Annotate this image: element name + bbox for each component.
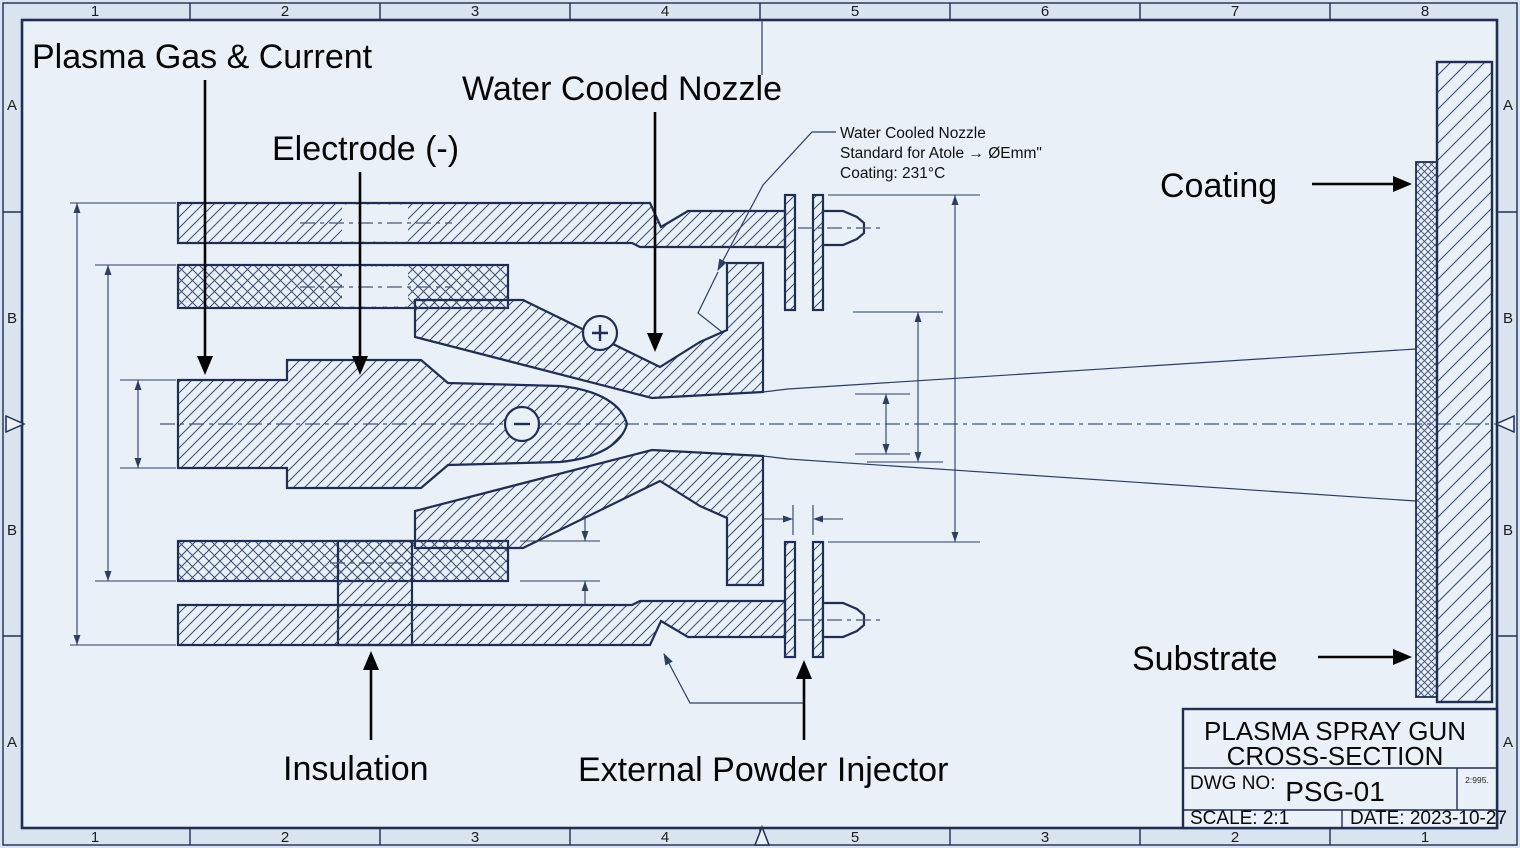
- zone-label: 2: [1231, 829, 1239, 846]
- zone-label: 5: [851, 3, 859, 20]
- zone-label: 6: [1041, 3, 1049, 20]
- plasma-plume: [762, 348, 1417, 502]
- injector-arrowhead-icon: [796, 660, 812, 679]
- note-leader: [717, 131, 836, 272]
- zone-label: 5: [851, 829, 859, 846]
- insulation-arrowhead-icon: [363, 651, 379, 670]
- washer-plate-bottom: [811, 540, 825, 659]
- note-line-2: Standard for Atole → ØEmm": [840, 145, 1042, 162]
- zone-label: 2: [281, 3, 289, 20]
- note-line-3: Coating: 231°C: [840, 165, 945, 182]
- zone-label: A: [7, 734, 17, 751]
- dwg-no-label: DWG NO:: [1190, 773, 1276, 794]
- bolt-bottom: [821, 601, 866, 639]
- dimensions: [70, 194, 980, 646]
- washer-plate-top: [811, 193, 825, 312]
- note-line-1: Water Cooled Nozzle: [840, 125, 986, 142]
- injector-leader: [663, 652, 804, 704]
- zone-label: 1: [91, 829, 99, 846]
- zone-label: 3: [471, 829, 479, 846]
- plasma-gas-arrowhead-icon: [197, 356, 213, 375]
- zone-label: 1: [91, 3, 99, 20]
- date-value: DATE: 2023-10-27: [1350, 808, 1507, 829]
- zone-numbers-top: 1 2 3 4 5 6 7 8: [91, 3, 1429, 20]
- nozzle-arrowhead-icon: [647, 333, 663, 352]
- substrate-slab: [1435, 60, 1494, 704]
- zone-label: 2: [281, 829, 289, 846]
- zone-letters-right: A B B A: [1503, 97, 1513, 751]
- drawing-title-line2: CROSS-SECTION: [1227, 741, 1444, 771]
- gun-cross-section: [176, 193, 880, 659]
- bolt-top: [821, 209, 866, 247]
- zone-label: B: [1503, 310, 1513, 327]
- zone-numbers-bottom: 1 2 3 4 5 3 2 1: [91, 829, 1429, 846]
- drawing-title-line1: PLASMA SPRAY GUN: [1204, 716, 1466, 746]
- label-injector: External Powder Injector: [578, 751, 948, 789]
- electrode-arrowhead-icon: [352, 356, 368, 375]
- callouts: Plasma Gas & Current Electrode (-) Water…: [32, 38, 1412, 789]
- zone-label: 3: [471, 3, 479, 20]
- zone-label: 7: [1231, 3, 1239, 20]
- anode-nozzle-bottom: [413, 448, 765, 587]
- zone-label: B: [7, 522, 17, 539]
- zone-label: A: [1503, 734, 1513, 751]
- electrode-body: [176, 358, 629, 490]
- flange-plate-top: [783, 193, 797, 312]
- label-coating: Coating: [1160, 167, 1277, 205]
- label-nozzle: Water Cooled Nozzle: [462, 70, 782, 108]
- zone-label: 3: [1041, 829, 1049, 846]
- zone-label: A: [1503, 97, 1513, 114]
- label-substrate: Substrate: [1132, 640, 1278, 678]
- zone-label: B: [1503, 522, 1513, 539]
- dwg-no-value: PSG-01: [1285, 776, 1385, 807]
- zone-label: 1: [1421, 829, 1429, 846]
- nozzle-note: Water Cooled Nozzle Standard for Atole →…: [840, 125, 1042, 182]
- zone-label: B: [7, 310, 17, 327]
- scale-value: SCALE: 2:1: [1190, 808, 1289, 829]
- zone-label: 8: [1421, 3, 1429, 20]
- coating-layer: [1415, 161, 1438, 698]
- zone-label: A: [7, 97, 17, 114]
- substrate-arrowhead-icon: [1393, 649, 1412, 665]
- label-plasma-gas: Plasma Gas & Current: [32, 38, 373, 76]
- datum-arrow-bottom-icon: [753, 824, 771, 846]
- title-block-grid: [1183, 767, 1497, 828]
- coating-arrowhead-icon: [1393, 176, 1412, 192]
- zone-letters-left: A B B A: [7, 97, 17, 751]
- label-electrode: Electrode (-): [272, 130, 459, 168]
- datum-arrow-left-icon: [5, 414, 26, 434]
- flange-plate-bottom: [783, 540, 797, 659]
- plus-sign-icon: [592, 325, 608, 341]
- zone-label: 4: [661, 829, 669, 846]
- title-block: PLASMA SPRAY GUN CROSS-SECTION DWG NO: P…: [1181, 707, 1507, 830]
- rev-note: 2:995.: [1465, 775, 1489, 785]
- label-insulation: Insulation: [283, 750, 429, 788]
- note-leader-kink: [697, 271, 723, 333]
- anode-nozzle-top: [413, 261, 765, 400]
- zone-label: 4: [661, 3, 669, 20]
- datum-arrow-right-icon: [1494, 414, 1515, 434]
